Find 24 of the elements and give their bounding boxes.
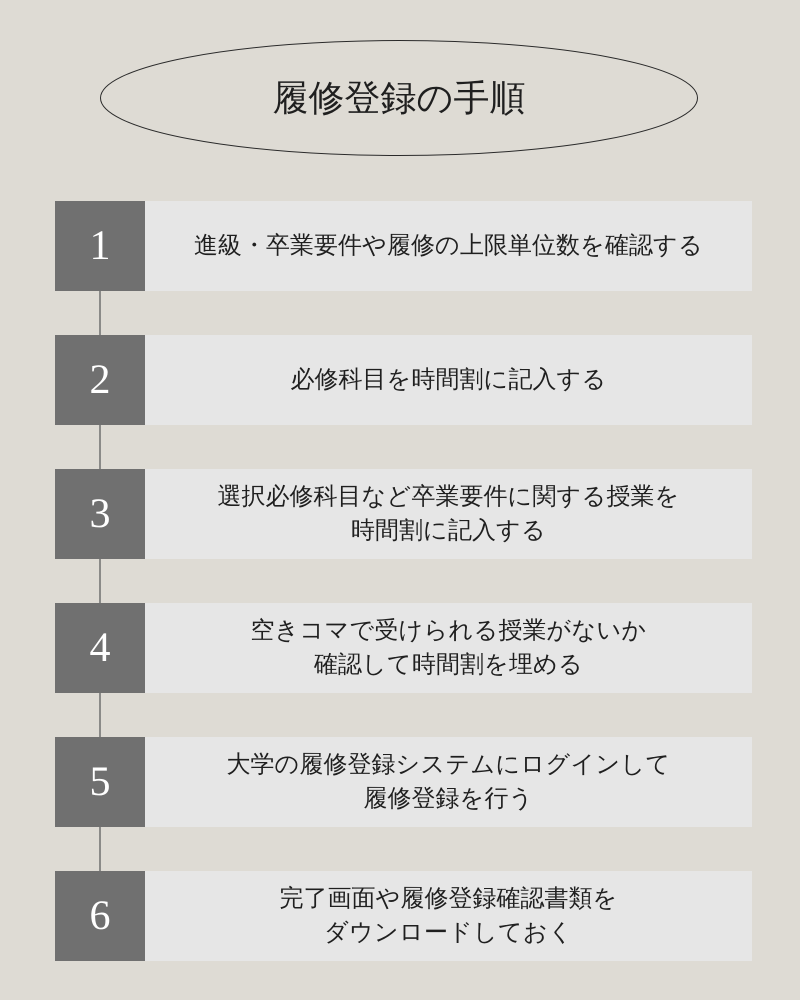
step-description: 進級・卒業要件や履修の上限単位数を確認する [194, 232, 703, 261]
title-text: 履修登録の手順 [272, 77, 526, 120]
step-description: 空きコマで受けられる授業がないか確認して時間割を埋める [250, 616, 646, 680]
connector-line [99, 693, 101, 737]
connector-line [99, 559, 101, 603]
step-number-badge: 1 [55, 201, 145, 291]
step-number-badge: 4 [55, 603, 145, 693]
connector-line [99, 425, 101, 469]
step-number-badge: 6 [55, 871, 145, 961]
connector-line [99, 291, 101, 335]
step-card [55, 737, 752, 827]
step-description: 選択必修科目など卒業要件に関する授業を時間割に記入する [216, 482, 680, 546]
connector-line [99, 827, 101, 871]
step-description: 大学の履修登録システムにログインして履修登録を行う [226, 751, 670, 814]
step-card [55, 603, 752, 693]
step-number-badge: 5 [55, 737, 145, 827]
step-description: 必修科目を時間割に記入する [290, 366, 606, 395]
step-card [55, 335, 752, 425]
step-card [55, 201, 752, 291]
step-card [55, 469, 752, 559]
step-description: 完了画面や履修登録確認書類をダウンロードしておく [278, 884, 618, 948]
step-number-badge: 3 [55, 469, 145, 559]
step-card [55, 871, 752, 961]
step-number-badge: 2 [55, 335, 145, 425]
